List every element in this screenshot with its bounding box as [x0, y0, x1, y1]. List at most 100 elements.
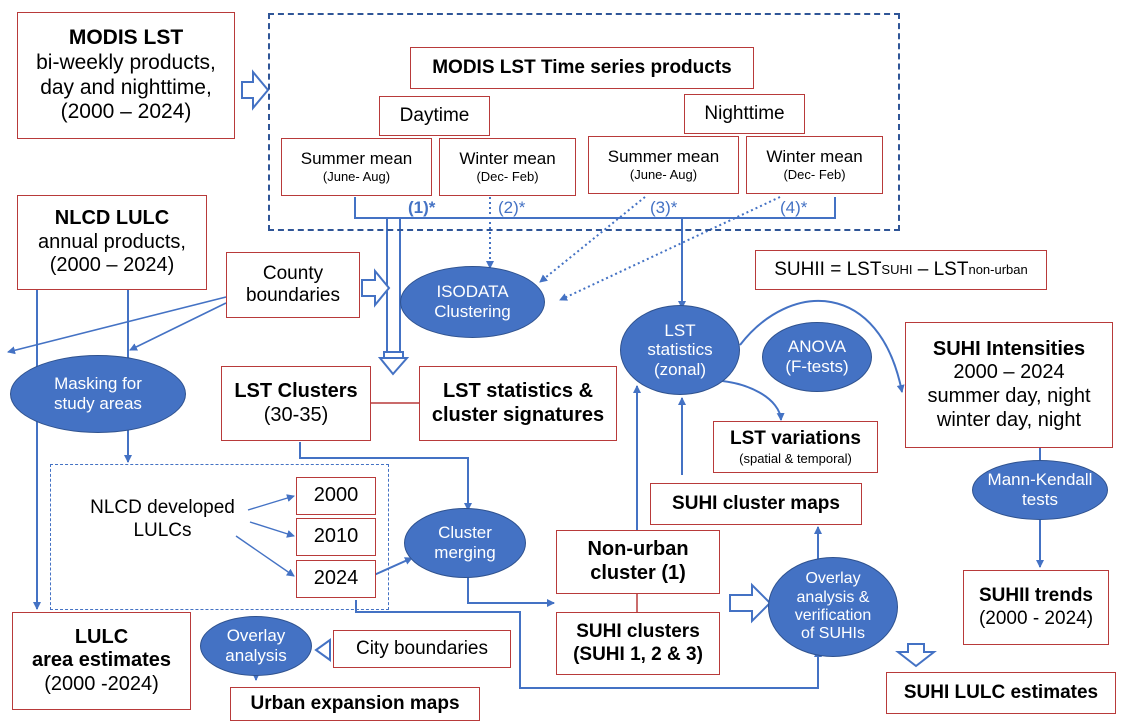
night-winter-months: (Dec- Feb): [783, 167, 846, 183]
zonal-line1: LST: [664, 320, 696, 340]
suhi-clusters-box: SUHI clusters (SUHI 1, 2 & 3): [556, 612, 720, 675]
nlcd-developed-label: NLCD developed LULCs: [70, 497, 255, 543]
suhi-lulc-label: SUHI LULC estimates: [903, 681, 1099, 703]
overlay-line1: Overlay: [226, 626, 286, 646]
overlay-verif-line1: Overlay: [805, 570, 861, 588]
mark-3: (3)*: [650, 198, 678, 217]
suhi-cluster-maps-box: SUHI cluster maps: [650, 483, 862, 525]
masking-line2: study areas: [54, 394, 142, 413]
lst-stats-signatures-box: LST statistics & cluster signatures: [419, 366, 617, 441]
nlcd-line1: annual products,: [38, 230, 186, 253]
trends-line1: (2000 - 2024): [978, 607, 1094, 629]
developed-line2: LULCs: [133, 519, 192, 541]
block-arrow-county: [361, 268, 391, 308]
urban-expansion-box: Urban expansion maps: [230, 687, 480, 721]
lulc-line1: LULC: [74, 625, 129, 648]
modis-lst-title: MODIS LST: [68, 25, 184, 49]
urban-expansion-label: Urban expansion maps: [250, 692, 460, 714]
nlcd-title: NLCD LULC: [54, 207, 170, 230]
intensities-line1: 2000 – 2024: [953, 361, 1065, 384]
city-boundaries-label: City boundaries: [355, 637, 489, 659]
arrow-zonal-to-intensities: [739, 300, 905, 393]
intensities-line3: winter day, night: [936, 408, 1082, 431]
developed-line1: NLCD developed: [90, 497, 235, 518]
night-summer-box: Summer mean (June- Aug): [588, 136, 739, 194]
overlay-verif-line4: of SUHIs: [800, 625, 865, 643]
overlay-verification-oval: Overlay analysis & verification of SUHIs: [768, 557, 898, 657]
arrow-county-masking-1: [7, 296, 227, 355]
masking-line1: Masking for: [54, 374, 142, 394]
merging-line1: Cluster: [438, 523, 492, 543]
timeseries-container: [268, 13, 900, 231]
timeseries-title-box: MODIS LST Time series products: [410, 47, 754, 89]
arrow-developed-2024: [235, 535, 295, 577]
modis-lst-box: MODIS LST bi-weekly products, day and ni…: [17, 12, 235, 139]
year-2024: 2024: [313, 567, 359, 590]
nighttime-label: Nighttime: [704, 102, 785, 124]
anova-line1: ANOVA: [787, 337, 847, 357]
nonurban-line1: Non-urban: [587, 538, 689, 561]
anova-oval: ANOVA (F-tests): [762, 322, 872, 392]
nighttime-box: Nighttime: [684, 94, 805, 134]
suhi-cluster-maps-label: SUHI cluster maps: [672, 492, 840, 514]
modis-lst-line1: bi-weekly products,: [36, 50, 216, 74]
mark-1: (1)*: [408, 198, 436, 217]
mark-4: (4)*: [780, 198, 808, 217]
overlay-verif-line2: analysis &: [796, 588, 870, 606]
lst-clusters-title: LST Clusters: [234, 379, 358, 402]
arrow-2024-to-overlay: [355, 600, 822, 689]
nlcd-lulc-box: NLCD LULC annual products, (2000 – 2024): [17, 195, 207, 290]
modis-lst-line3: (2000 – 2024): [60, 100, 192, 124]
arrow-developed-2010: [249, 521, 295, 538]
arrow-county-masking-2: [129, 302, 227, 351]
block-arrow-to-overlay: [729, 582, 772, 624]
lulc-line2: area estimates: [32, 649, 171, 672]
cluster-merging-oval: Cluster merging: [404, 508, 526, 578]
suhi-lulc-box: SUHI LULC estimates: [886, 672, 1116, 714]
city-boundaries-box: City boundaries: [333, 630, 511, 668]
anova-line2: (F-tests): [785, 357, 849, 376]
block-arrow-modis: [241, 69, 270, 111]
intensities-line2: summer day, night: [927, 385, 1091, 407]
block-arrow-suhi-lulc: [895, 643, 937, 668]
overlay-analysis-oval: Overlay analysis: [200, 616, 312, 676]
lst-clusters-line1: (30-35): [263, 403, 329, 426]
zonal-line2: statistics: [647, 340, 713, 360]
suhi-clusters-line2: (SUHI 1, 2 & 3): [573, 643, 703, 665]
timeseries-title: MODIS LST Time series products: [432, 56, 732, 78]
lulc-area-box: LULC area estimates (2000 -2024): [12, 612, 191, 710]
mark-2: (2)*: [498, 198, 526, 217]
year-2024-box: 2024: [296, 560, 376, 598]
formula-sub1: SUHI: [881, 262, 913, 278]
trends-title: SUHII trends: [978, 585, 1094, 607]
modis-lst-line2: day and nighttime,: [40, 75, 212, 99]
overlay-line2: analysis: [225, 646, 287, 665]
masking-oval: Masking for study areas: [10, 355, 186, 433]
day-winter-box: Winter mean (Dec- Feb): [439, 138, 576, 196]
nonurban-line2: cluster (1): [590, 562, 686, 584]
county-line2: boundaries: [245, 285, 341, 306]
timeseries-bracket: [354, 197, 836, 219]
zonal-line3: (zonal): [654, 359, 706, 379]
lst-variations-box: LST variations (spatial & temporal): [713, 421, 878, 473]
lst-clusters-box: LST Clusters (30-35): [221, 366, 371, 441]
arrow-zonal-to-variations: [704, 379, 785, 421]
suhi-intensities-box: SUHI Intensities 2000 – 2024 summer day,…: [905, 322, 1113, 448]
formula-minus: – LST: [912, 258, 969, 280]
night-summer-months: (June- Aug): [629, 167, 698, 183]
nlcd-developed-container: [50, 464, 389, 610]
nlcd-line2: (2000 – 2024): [49, 254, 175, 277]
daytime-box: Daytime: [379, 96, 490, 136]
formula-lhs: SUHII = LST: [774, 258, 882, 280]
isodata-line2: Clustering: [434, 302, 511, 321]
year-2010-box: 2010: [296, 518, 376, 556]
year-2010: 2010: [313, 525, 359, 548]
overlay-verif-line3: verification: [794, 607, 872, 624]
isodata-oval: ISODATA Clustering: [400, 266, 545, 338]
night-summer-title: Summer mean: [607, 147, 720, 167]
arrow-clusters-to-merging: [299, 442, 472, 511]
formula-sub2: non-urban: [968, 262, 1028, 278]
mk-line2: tests: [1022, 490, 1058, 509]
arrow-merging-to-suhi: [467, 568, 555, 607]
